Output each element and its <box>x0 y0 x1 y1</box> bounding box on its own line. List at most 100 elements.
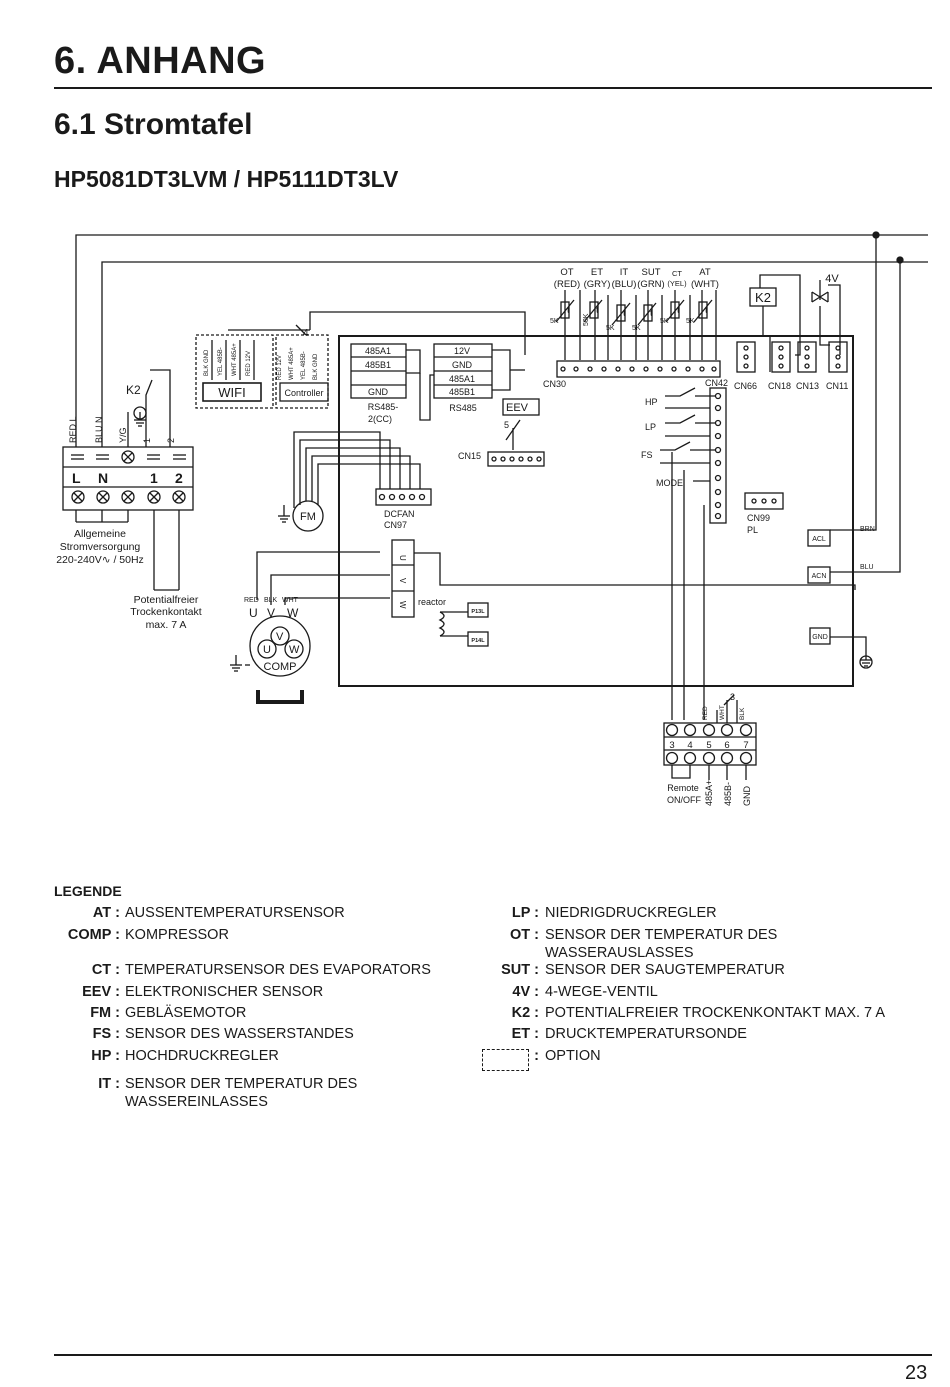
comp-w: W <box>287 606 299 620</box>
acl-label: ACL <box>812 536 826 543</box>
label-1: 1 <box>142 438 152 443</box>
comp-u-inner: U <box>263 644 271 656</box>
rs485-2cc-connector <box>350 343 421 399</box>
dcfan-label: DCFAN <box>384 509 415 519</box>
label-yg: Y/G <box>118 427 128 443</box>
label-red-l: RED L <box>68 416 78 443</box>
cn13-label: CN13 <box>796 381 819 391</box>
comp-red: RED <box>244 597 259 604</box>
pl-label: PL <box>747 525 758 535</box>
pin-5: 5 <box>706 740 711 751</box>
main-board <box>338 335 854 687</box>
cn18-label: CN18 <box>768 381 791 391</box>
reactor-label: reactor <box>418 597 446 607</box>
sut-color: (GRN) <box>637 279 664 290</box>
option-dashed-box-icon <box>482 1049 529 1071</box>
footer-rule <box>54 1354 932 1356</box>
model-title: HP5081DT3LVM / HP5111DT3LV <box>54 166 399 192</box>
it-color: (BLU) <box>612 279 637 290</box>
legend-key: FM : <box>90 1005 120 1021</box>
legend-title: LEGENDE <box>54 883 122 899</box>
legend-text: SENSOR DER TEMPERATUR DES WASSEREINLASSE… <box>125 1076 358 1110</box>
rs1-485a1: 485A1 <box>365 346 391 356</box>
ctrl-wire-1: RED 12V <box>277 355 283 380</box>
label-gnd: GND <box>742 786 752 807</box>
terminal-l: L <box>72 470 81 486</box>
legend-key: HP : <box>91 1048 120 1064</box>
terminal-2: 2 <box>175 470 183 486</box>
chapter-title: 6. ANHANG <box>54 40 267 82</box>
label-4: 4 <box>303 328 309 339</box>
rs485-2cc-name-2: 2(CC) <box>368 414 392 424</box>
brn-label: BRN <box>860 526 875 533</box>
legend-key: AT : <box>92 905 120 921</box>
cn66-label: CN66 <box>734 381 757 391</box>
t-ct: t <box>677 305 680 315</box>
wifi-wire-3: WHT 485A+ <box>232 343 238 376</box>
rs1-485b1: 485B1 <box>365 360 391 370</box>
reactor-w: W <box>398 601 407 609</box>
r-at: 5K <box>686 318 695 325</box>
ctrl-wire-2: WHT 485A+ <box>289 347 295 380</box>
comp-blk: BLK <box>264 597 278 604</box>
cn30-label: CN30 <box>543 379 566 389</box>
label-485a: 485A+ <box>704 780 714 806</box>
legend-key: FS : <box>92 1026 120 1042</box>
fs-label: FS <box>641 450 653 460</box>
rs1-gnd: GND <box>368 387 389 397</box>
header-rule <box>54 87 932 89</box>
pin-6: 6 <box>724 740 729 751</box>
ctrl-wire-3: YEL 485B- <box>301 351 307 380</box>
wifi-wire-4: RED 12V <box>246 351 252 376</box>
section-title: 6.1 Stromtafel <box>54 108 253 141</box>
k2-4v-connectors <box>736 274 848 373</box>
legend-key: COMP : <box>67 927 120 943</box>
acn-label: ACN <box>812 573 827 580</box>
k2-box-label: K2 <box>755 290 771 305</box>
4v-label: 4V <box>825 273 839 285</box>
comp-v: V <box>267 606 275 620</box>
et-label: ET <box>591 267 603 278</box>
ct-label: CT <box>672 269 682 278</box>
ct-color: (YEL) <box>667 279 687 288</box>
sut-label: SUT <box>642 267 661 278</box>
cn97-label: CN97 <box>384 520 407 530</box>
terminal-1: 1 <box>150 470 158 486</box>
legend-key: IT : <box>98 1076 120 1092</box>
legend-text: OPTION <box>545 1048 601 1064</box>
bottom-terminal-block <box>663 694 757 780</box>
it-label: IT <box>620 267 629 278</box>
power-label-2: Stromversorgung <box>60 541 141 553</box>
label-2: 2 <box>166 438 176 443</box>
legend-text: HOCHDRUCKREGLER <box>125 1048 279 1064</box>
remote-label-2: ON/OFF <box>667 795 701 805</box>
fan-motor <box>278 431 432 532</box>
eev-5: 5 <box>504 420 509 430</box>
legend-key: : <box>534 1048 539 1064</box>
legend-key: ET : <box>511 1026 539 1042</box>
ot-label: OT <box>560 267 573 278</box>
r-ct: 5K <box>660 318 669 325</box>
t-sut: t <box>650 308 653 318</box>
bottom-wht: WHT <box>719 705 726 720</box>
label-k2-relay: K2 <box>126 383 141 397</box>
rs2-485b1: 485B1 <box>449 387 475 397</box>
p14l-label: P14L <box>471 638 485 644</box>
r-sut: 5K <box>632 325 641 332</box>
t-et: t <box>596 305 599 315</box>
legend-key: SUT : <box>501 962 539 978</box>
dry-contact-label-3: max. 7 A <box>146 619 187 631</box>
legend-key: OT : <box>510 927 539 943</box>
et-color: (GRY) <box>584 279 611 290</box>
legend-text: KOMPRESSOR <box>125 927 229 943</box>
ctrl-wire-4: BLK GND <box>313 353 319 380</box>
power-label-1: Allgemeine <box>74 528 126 540</box>
legend-key: EEV : <box>82 984 120 1000</box>
reactor-v: V <box>398 578 407 584</box>
t-ot: t <box>567 305 570 315</box>
diagram-labels: RED L BLU N Y/G 1 2 K2 L N 1 2 Allgemein… <box>56 267 875 806</box>
dry-contact-label-2: Trockenkontakt <box>130 606 201 618</box>
legend-text: SENSOR DER SAUGTEMPERATUR <box>545 962 785 978</box>
controller-module <box>228 311 526 409</box>
